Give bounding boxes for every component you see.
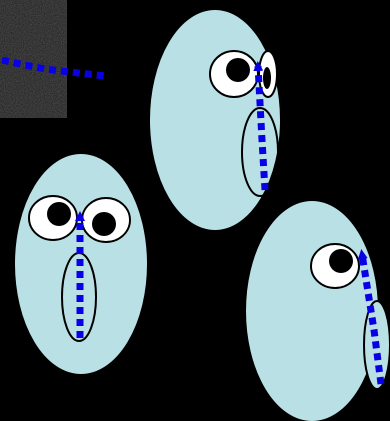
face-top-right [149,9,281,231]
face-bottom-right [245,200,390,421]
pupil [92,212,116,236]
eye [311,244,359,288]
pupil [263,67,271,89]
face-oval [149,9,281,231]
face-middle-left [14,153,148,375]
face-oval [245,200,379,421]
left-eye [29,196,77,240]
photo-patch [0,0,67,118]
left-eye [210,51,258,97]
pupil [47,202,71,226]
pupil [226,58,250,82]
pupil [329,249,353,273]
right-eye [82,198,130,242]
